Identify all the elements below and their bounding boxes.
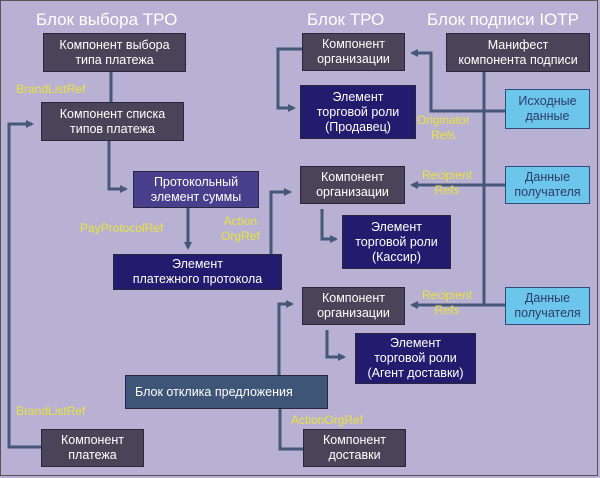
connector-org2-to-cashier bbox=[320, 209, 338, 243]
title-tpo-select-block: Блок выбора ТРО bbox=[36, 10, 178, 29]
trade-role-element-delivery-agent: Элемент торговой роли (Агент доставки) bbox=[355, 333, 476, 384]
label-brandlistref-bottom: BrandListRef bbox=[16, 404, 86, 418]
connector-list-to-amount bbox=[107, 140, 128, 193]
delivery-component: Компонент доставки bbox=[303, 429, 406, 467]
connector-originator-refs bbox=[410, 49, 505, 113]
protocol-amount-element: Протокольный элемент суммы bbox=[133, 171, 259, 208]
payment-type-list-component: Компонент списка типов платежа bbox=[41, 102, 184, 141]
organization-component-3: Компонент организации bbox=[302, 287, 405, 325]
organization-component-2: Компонент организации bbox=[300, 166, 405, 204]
label-actionorgref-bottom: ActionOrgRef bbox=[291, 413, 364, 427]
connector-offer-to-org3 bbox=[277, 300, 294, 375]
connector-org1-to-seller bbox=[276, 47, 306, 112]
label-recipient-refs-2: Recipient Refs bbox=[422, 288, 473, 317]
payment-component: Компонент платежа bbox=[41, 429, 144, 467]
label-originator-refs: Originator Refs bbox=[417, 113, 470, 142]
recipient-data-2: Данные получателя bbox=[505, 287, 590, 325]
label-brandlistref-top: BrandListRef bbox=[16, 82, 86, 96]
connector-actionorgref-bottom bbox=[278, 409, 303, 451]
title-tpo-block: Блок ТРО bbox=[307, 10, 385, 29]
trade-role-element-cashier: Элемент торговой роли (Кассир) bbox=[342, 215, 451, 269]
label-paypro​tocolref: PayProtocolRef bbox=[80, 221, 164, 235]
label-actionorgref-mid: Action OrgRef bbox=[221, 214, 260, 243]
trade-role-element-seller: Элемент торговой роли (Продавец) bbox=[300, 85, 416, 139]
label-recipient-refs-1: Recipient Refs bbox=[422, 168, 473, 197]
connector-org3-to-agent bbox=[325, 330, 346, 361]
payment-type-select-component: Компонент выбора типа платежа bbox=[43, 33, 186, 72]
connector-actionorgref-mid bbox=[269, 188, 292, 255]
recipient-data-1: Данные получателя bbox=[505, 166, 590, 204]
connector-brandlistref-bottom bbox=[7, 120, 43, 449]
organization-component-1: Компонент организации bbox=[302, 33, 405, 71]
payment-protocol-element: Элемент платежного протокола bbox=[113, 254, 282, 290]
title-iotp-signature-block: Блок подписи IOTP bbox=[427, 10, 579, 29]
originator-data: Исходные данные bbox=[505, 89, 590, 129]
offer-response-block: Блок отклика предложения bbox=[125, 375, 328, 409]
signature-component-manifest: Манифест компонента подписи bbox=[446, 33, 590, 72]
